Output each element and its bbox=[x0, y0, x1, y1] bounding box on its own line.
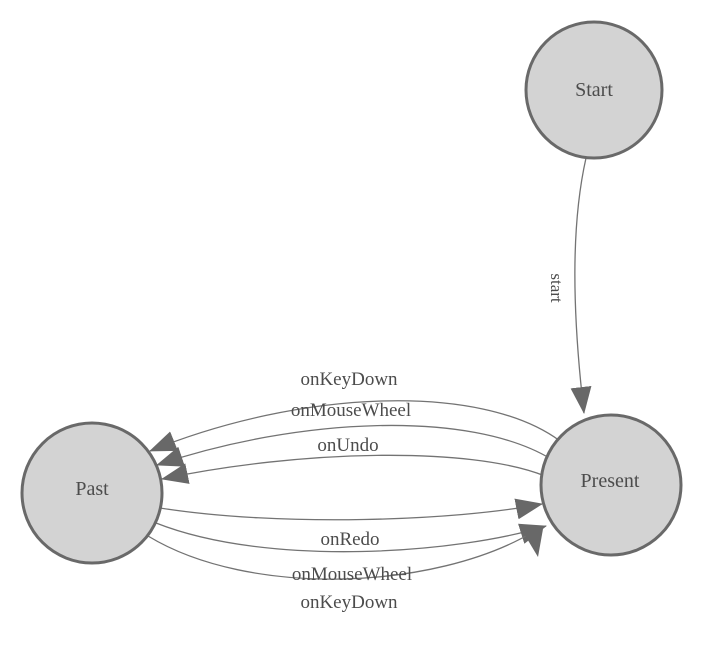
edge-label-onmousewheel-bottom: onMouseWheel bbox=[292, 564, 412, 585]
node-present[interactable] bbox=[539, 413, 683, 557]
node-past[interactable] bbox=[20, 421, 164, 565]
edge-label-start: start bbox=[547, 273, 566, 303]
edge-past-to-present-onmousewheel[interactable] bbox=[155, 522, 547, 553]
arrowhead-onkeydown-bottom-icon bbox=[523, 529, 543, 557]
node-past-label: Past bbox=[75, 478, 109, 500]
edge-present-to-past-onundo[interactable] bbox=[161, 454, 546, 484]
edge-past-to-present-onredo[interactable] bbox=[159, 498, 543, 521]
edge-label-onkeydown-top: onKeyDown bbox=[300, 369, 398, 390]
node-present-label: Present bbox=[581, 470, 640, 492]
edge-label-onredo: onRedo bbox=[320, 529, 379, 550]
edge-label-onmousewheel-top: onMouseWheel bbox=[291, 400, 411, 421]
edge-present-to-past-onmousewheel[interactable] bbox=[156, 424, 552, 467]
edge-label-onkeydown-bottom: onKeyDown bbox=[300, 592, 398, 613]
edge-label-onundo: onUndo bbox=[317, 435, 378, 456]
edge-start-to-present[interactable] bbox=[570, 157, 592, 414]
node-start[interactable] bbox=[524, 20, 664, 160]
node-start-label: Start bbox=[575, 79, 613, 101]
edge-present-to-past-onkeydown[interactable] bbox=[149, 400, 561, 452]
edge-past-to-present-onkeydown[interactable] bbox=[147, 531, 534, 580]
